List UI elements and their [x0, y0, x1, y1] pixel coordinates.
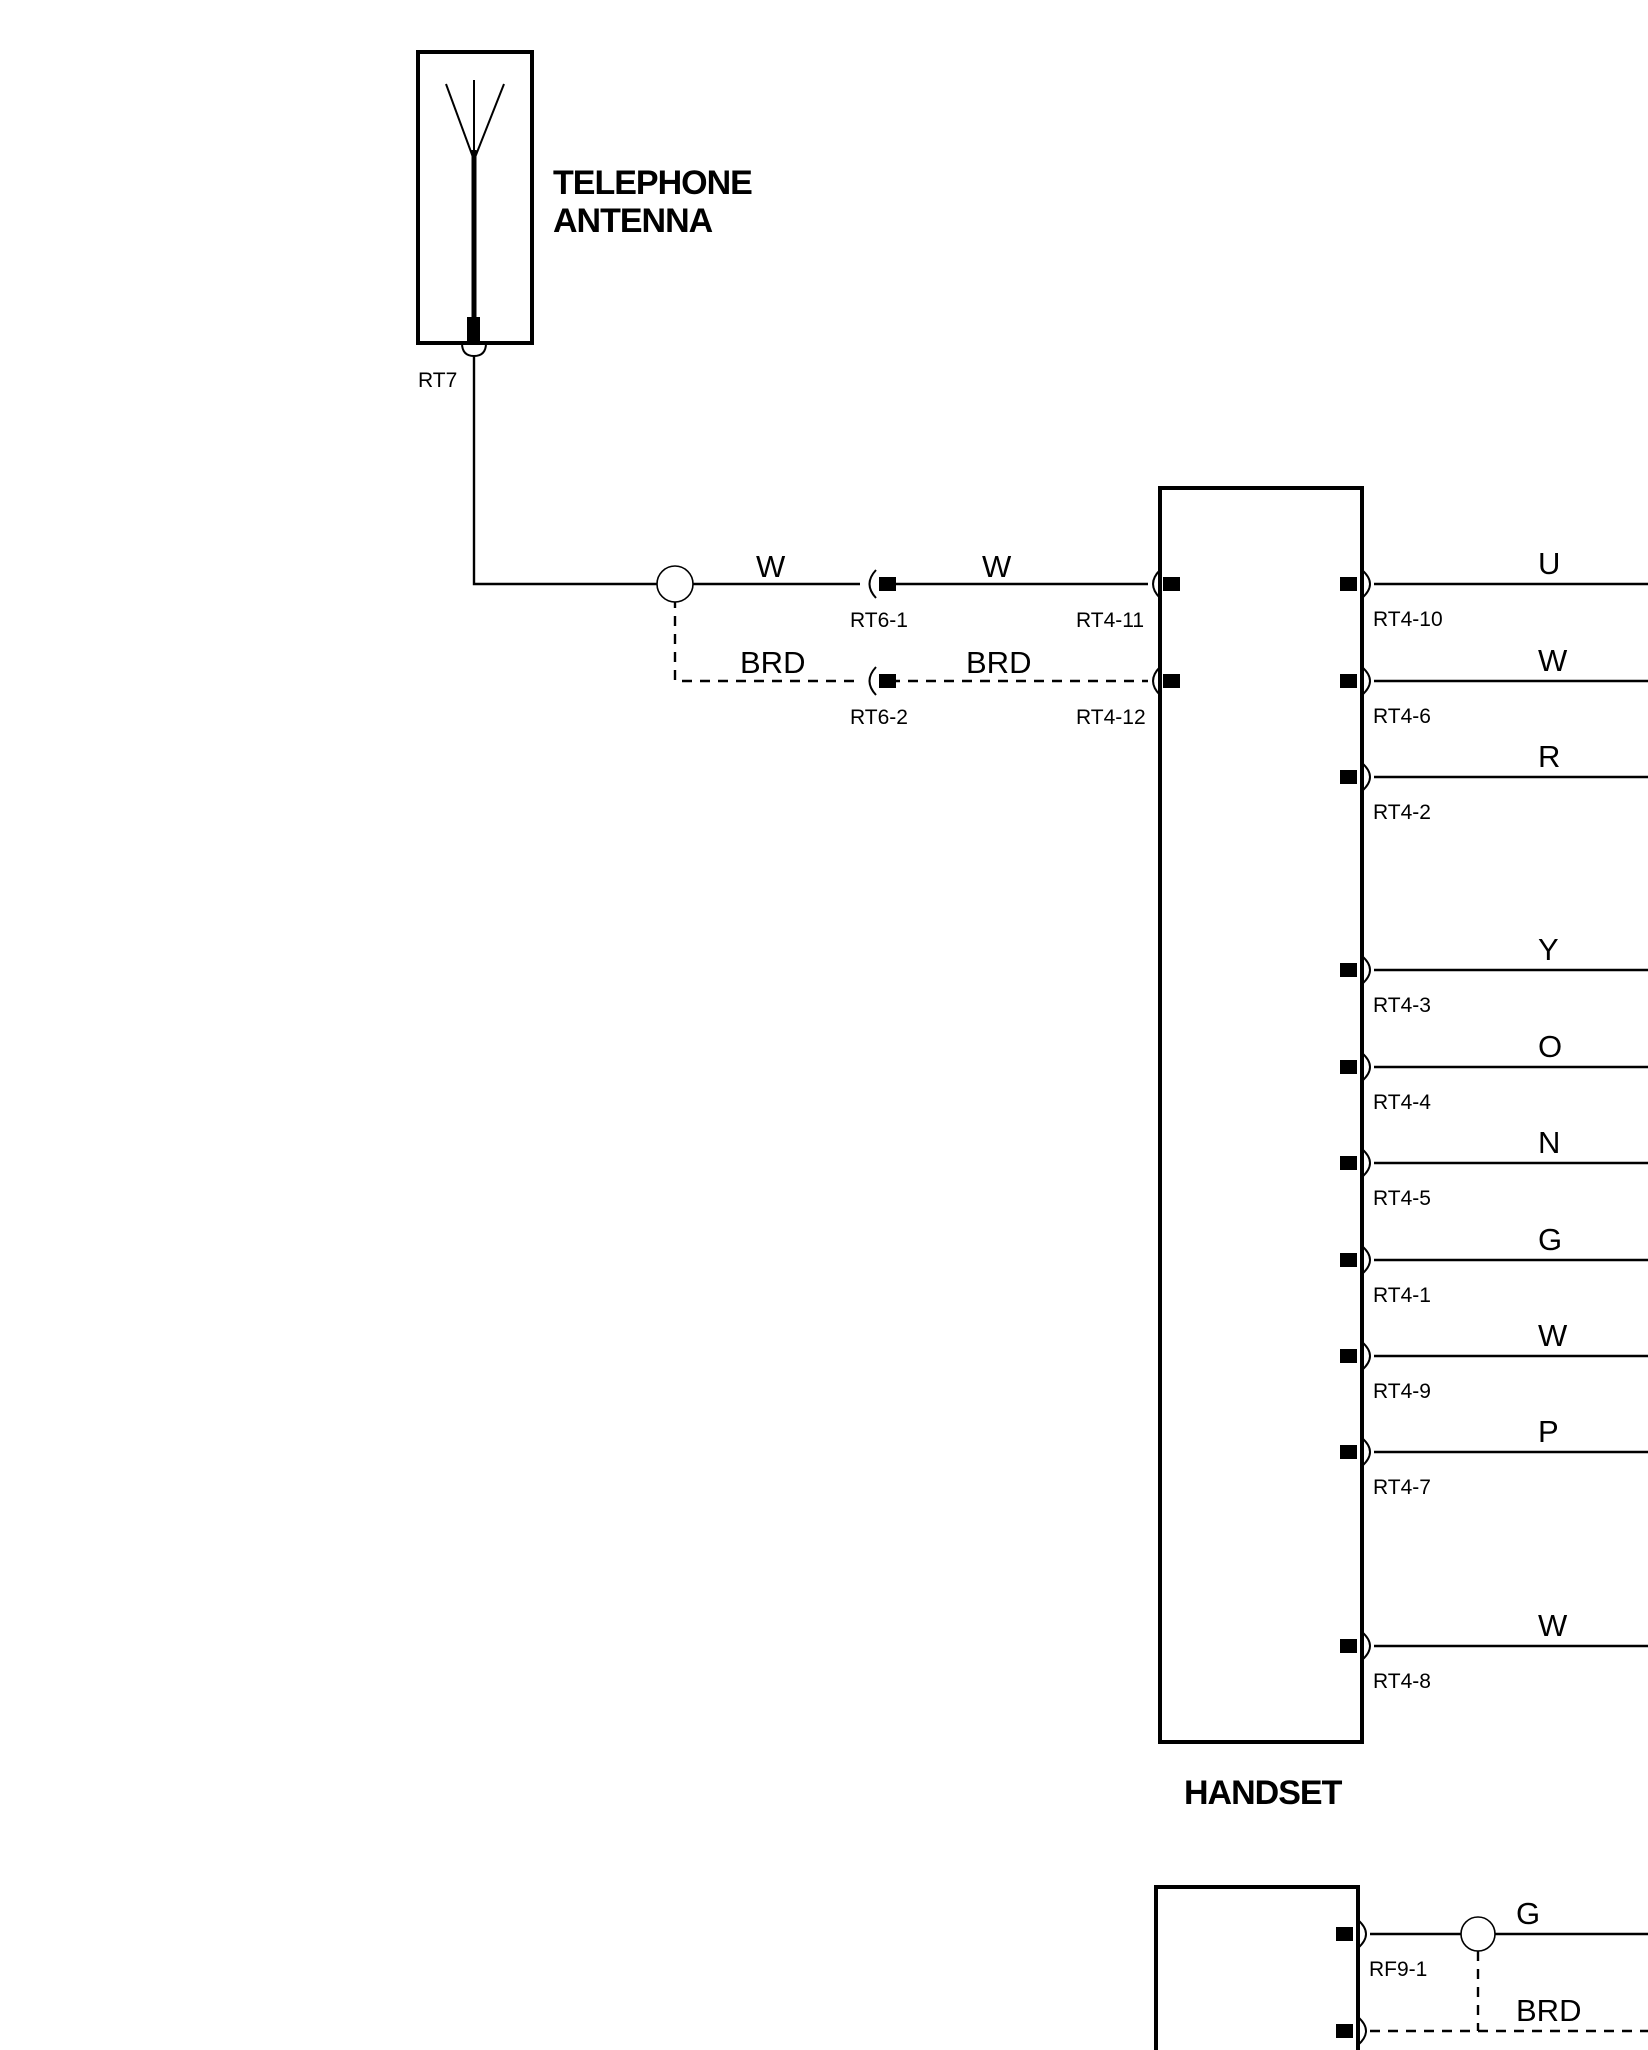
pin-socket	[1361, 1052, 1371, 1082]
wire-color-label: W	[1538, 1608, 1568, 1643]
coax-shield-right-color: BRD	[966, 645, 1031, 680]
coax-center-wire	[472, 356, 860, 586]
handset-pin-rt4-11: RT4-11	[1076, 609, 1144, 632]
pin-socket	[1357, 2016, 1367, 2046]
wire-color-label: O	[1538, 1029, 1562, 1064]
coax-center-right-color: W	[982, 549, 1012, 584]
wire-color-label: Y	[1538, 932, 1559, 967]
antenna-connector-label: RT7	[418, 369, 457, 392]
pin-socket	[1361, 1631, 1371, 1661]
handset-left-sockets	[1152, 569, 1180, 696]
antenna-title-line1: TELEPHONE	[553, 164, 752, 202]
wire-color-label: W	[1538, 1318, 1568, 1353]
lower-unit-body	[1154, 1885, 1360, 2050]
pin-terminal	[1340, 1060, 1357, 1074]
lower-shield-marker	[1460, 1916, 1496, 1952]
coax-center-left-color: W	[756, 549, 786, 584]
pin-row: N RT4-5	[1340, 1125, 1648, 1210]
pin-label: RT4-7	[1373, 1476, 1431, 1499]
wire-color-label: W	[1538, 643, 1568, 678]
antenna-title-line2: ANTENNA	[553, 202, 713, 240]
pin-socket	[1361, 762, 1371, 792]
pin-label: RT4-3	[1373, 994, 1431, 1017]
pin-label: RT4-4	[1373, 1091, 1431, 1114]
pin-terminal	[1340, 1156, 1357, 1170]
pin-socket	[1361, 955, 1371, 985]
wire-color-label: R	[1538, 739, 1560, 774]
pin-terminal	[1340, 1349, 1357, 1363]
pin-label: RT4-6	[1373, 705, 1431, 728]
pin-terminal	[1340, 1253, 1357, 1267]
inline-connector-rt6-1: RT6-1	[850, 609, 908, 632]
pin-row: P RT4-7	[1340, 1414, 1648, 1499]
inline-connector-rt6	[868, 569, 896, 696]
pin-row: BRD	[1336, 1993, 1648, 2046]
wire-color-label: BRD	[1516, 1993, 1581, 2028]
pin-row: W RT4-9	[1340, 1318, 1648, 1403]
pin-row: U RT4-10	[1340, 546, 1648, 631]
wire-color-label: N	[1538, 1125, 1560, 1160]
handset-title: HANDSET	[1184, 1774, 1343, 1812]
pin-socket	[1357, 1919, 1367, 1949]
pin-socket	[1361, 1437, 1371, 1467]
pin-terminal	[1340, 1445, 1357, 1459]
pin-row: G RF9-1	[1336, 1896, 1648, 1981]
pin-label: RT4-10	[1373, 608, 1443, 631]
pin-label: RT4-8	[1373, 1670, 1431, 1693]
wire-color-label: U	[1538, 546, 1560, 581]
handset-body	[1158, 486, 1364, 1744]
pin-terminal	[1340, 577, 1357, 591]
pin-socket	[1361, 1148, 1371, 1178]
pin-row: W RT4-6	[1340, 643, 1648, 728]
pin-row: R RT4-2	[1340, 739, 1648, 824]
pin-socket	[1361, 666, 1371, 696]
pin-socket	[1361, 1245, 1371, 1275]
pin-socket	[1361, 569, 1371, 599]
wire-color-label: G	[1516, 1896, 1540, 1931]
antenna-link: W W BRD BRD RT6-1 RT6-2 RT4-11 RT4-12	[472, 356, 1180, 729]
handset-pin-rows: U RT4-10W RT4-6R RT4-2Y RT4-3O RT4-4N RT4-5G RT…	[1340, 546, 1648, 1693]
pin-label: RF9-1	[1369, 1958, 1427, 1981]
handset: HANDSET U RT4-10W RT4-6R RT4-2Y RT4-3O RT4-4N…	[1158, 486, 1648, 1812]
coax-shield-wire	[673, 598, 860, 683]
pin-row: G RT4-1	[1340, 1222, 1648, 1307]
coax-shield-marker	[656, 565, 694, 603]
pin-terminal	[1340, 1639, 1357, 1653]
telephone-antenna: TELEPHONE ANTENNA RT7	[416, 50, 753, 392]
pin-label: RT4-9	[1373, 1380, 1431, 1403]
handset-pin-rt4-12: RT4-12	[1076, 706, 1146, 729]
pin-row: W RT4-8	[1340, 1608, 1648, 1693]
pin-socket	[1361, 1341, 1371, 1371]
pin-terminal	[1336, 1927, 1353, 1941]
pin-label: RT4-2	[1373, 801, 1431, 824]
antenna-icon	[445, 80, 505, 343]
pin-terminal	[1340, 770, 1357, 784]
pin-terminal	[1340, 963, 1357, 977]
pin-label: RT4-1	[1373, 1284, 1431, 1307]
pin-label: RT4-5	[1373, 1187, 1431, 1210]
coax-shield-left-color: BRD	[740, 645, 805, 680]
pin-row: O RT4-4	[1340, 1029, 1648, 1114]
inline-connector-rt6-2: RT6-2	[850, 706, 908, 729]
wire-color-label: G	[1538, 1222, 1562, 1257]
pin-terminal	[1336, 2024, 1353, 2038]
pin-row: Y RT4-3	[1340, 932, 1648, 1017]
wire-color-label: P	[1538, 1414, 1559, 1449]
pin-terminal	[1340, 674, 1357, 688]
